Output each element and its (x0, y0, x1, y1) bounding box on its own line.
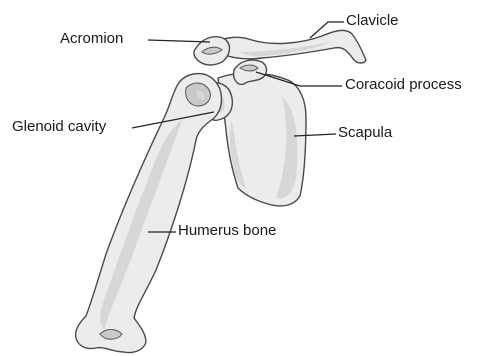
acromion-bone (194, 37, 230, 65)
clavicle-label: Clavicle (346, 12, 399, 30)
clavicle-bone (212, 30, 366, 63)
humerus-bone-label: Humerus bone (178, 222, 276, 240)
scapula-label: Scapula (338, 124, 392, 142)
glenoid-cavity-label: Glenoid cavity (12, 118, 106, 136)
acromion-label: Acromion (60, 30, 123, 48)
humerus-bone (76, 74, 222, 353)
coracoid-process-label: Coracoid process (345, 76, 462, 94)
leader-acromion (148, 40, 210, 42)
